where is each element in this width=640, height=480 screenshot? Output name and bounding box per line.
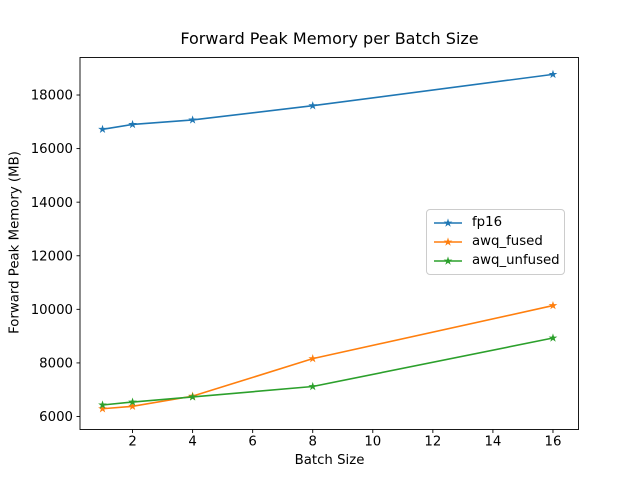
series-line-awq_fused: [101, 304, 554, 410]
star-marker-icon: [443, 218, 453, 227]
y-tick-label: 6000: [39, 410, 73, 425]
x-tick-label: 6: [248, 435, 256, 450]
x-tick-label: 12: [424, 435, 441, 450]
y-tick-label: 14000: [31, 196, 73, 211]
series-line-fp16: [101, 73, 554, 131]
series-marker-awq_unfused: [548, 333, 558, 342]
plot-border: [79, 57, 579, 430]
series-marker-awq_fused: [548, 300, 558, 310]
y-tick-label: 18000: [31, 89, 73, 104]
legend-label: awq_fused: [472, 233, 543, 249]
x-tick-label: 16: [545, 435, 562, 450]
legend: fp16 awq_fused awq_unfused: [426, 209, 565, 275]
series-marker-fp16: [98, 124, 107, 134]
series-marker-awq_fused: [308, 354, 318, 363]
x-tick-label: 8: [308, 435, 316, 450]
y-tick-label: 10000: [31, 303, 73, 318]
x-tick-label: 2: [128, 435, 136, 450]
series-marker-awq_fused: [128, 401, 137, 411]
y-axis-label: Forward Peak Memory (MB): [7, 151, 23, 334]
y-tick-label: 12000: [31, 249, 73, 264]
legend-item-awq_unfused: awq_unfused: [433, 252, 560, 271]
series-marker-fp16: [548, 69, 558, 79]
star-marker-icon: [443, 237, 453, 246]
legend-label: awq_unfused: [472, 253, 560, 269]
legend-line-sample-fp16: [434, 218, 462, 227]
series-marker-fp16: [128, 119, 137, 129]
legend-item-fp16: fp16: [433, 213, 556, 232]
x-tick-label: 4: [188, 435, 196, 450]
x-axis-label: Batch Size: [294, 453, 365, 468]
series-marker-fp16: [308, 101, 318, 110]
chart-title: Forward Peak Memory per Batch Size: [180, 29, 479, 48]
series-marker-awq_unfused: [128, 397, 137, 406]
legend-line-sample-awq_unfused: [434, 256, 462, 266]
series-marker-awq_unfused: [188, 392, 197, 401]
y-tick-label: 8000: [39, 357, 73, 372]
series-line-awq_unfused: [101, 337, 554, 406]
legend-item-awq_fused: awq_fused: [433, 232, 556, 251]
series-marker-fp16: [188, 115, 197, 124]
x-tick-label: 10: [364, 435, 381, 450]
y-tick-label: 16000: [31, 142, 73, 157]
series-marker-awq_unfused: [308, 381, 318, 391]
series-marker-awq_fused: [98, 404, 107, 413]
legend-line-sample-awq_fused: [434, 237, 462, 246]
series-marker-awq_unfused: [98, 400, 107, 409]
x-tick-label: 14: [484, 435, 501, 450]
star-marker-icon: [443, 256, 453, 266]
legend-label: fp16: [472, 214, 503, 230]
